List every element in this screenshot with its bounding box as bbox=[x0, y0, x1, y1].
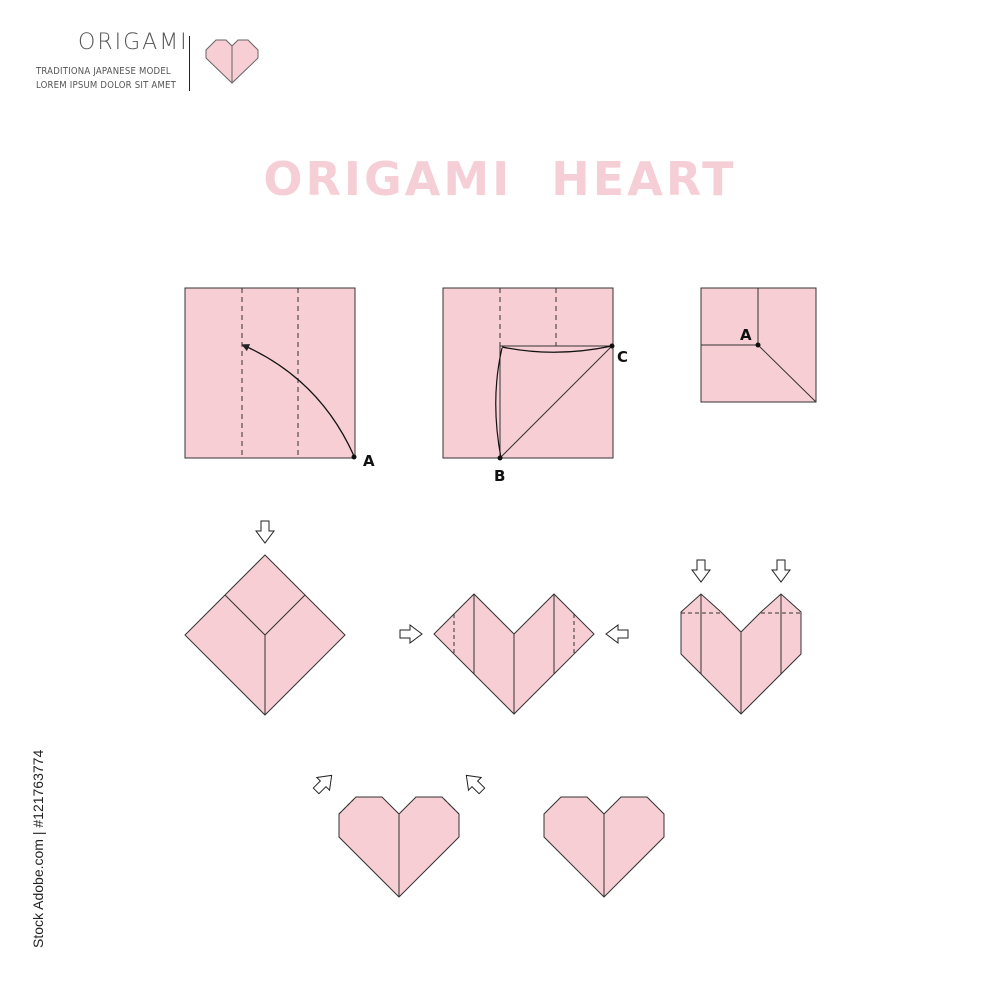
point-label-b: B bbox=[494, 467, 505, 485]
step-1-square bbox=[184, 287, 357, 460]
arrow-right-icon bbox=[399, 624, 423, 644]
point-label-c: C bbox=[617, 348, 628, 366]
arrow-down-icon bbox=[771, 559, 791, 583]
brand-subtitle-line2: LOREM IPSUM DOLOR SIT AMET bbox=[36, 80, 177, 91]
arrow-down-icon bbox=[691, 559, 711, 583]
small-heart-icon bbox=[205, 39, 259, 84]
arrow-down-icon bbox=[255, 520, 275, 544]
step-4-diamond bbox=[184, 554, 346, 716]
brand-subtitle-line1: TRADITIONA JAPANESE MODEL bbox=[36, 66, 171, 77]
point-label-a: A bbox=[363, 452, 375, 470]
brand-title: ORIGAMI bbox=[78, 30, 189, 55]
step-6-heart bbox=[680, 593, 802, 715]
step-5-v-shape bbox=[433, 593, 595, 715]
arrow-down-right-icon bbox=[312, 774, 333, 795]
arrow-left-icon bbox=[605, 624, 629, 644]
brand-divider bbox=[189, 36, 190, 91]
arrow-down-left-icon bbox=[465, 774, 486, 795]
main-title: ORIGAMI HEART bbox=[263, 152, 737, 206]
point-label-a-step3: A bbox=[740, 326, 752, 344]
step-2-square bbox=[442, 287, 615, 461]
step-7-heart bbox=[338, 796, 460, 898]
step-8-final-heart bbox=[543, 796, 665, 898]
step-3-square bbox=[700, 287, 817, 403]
